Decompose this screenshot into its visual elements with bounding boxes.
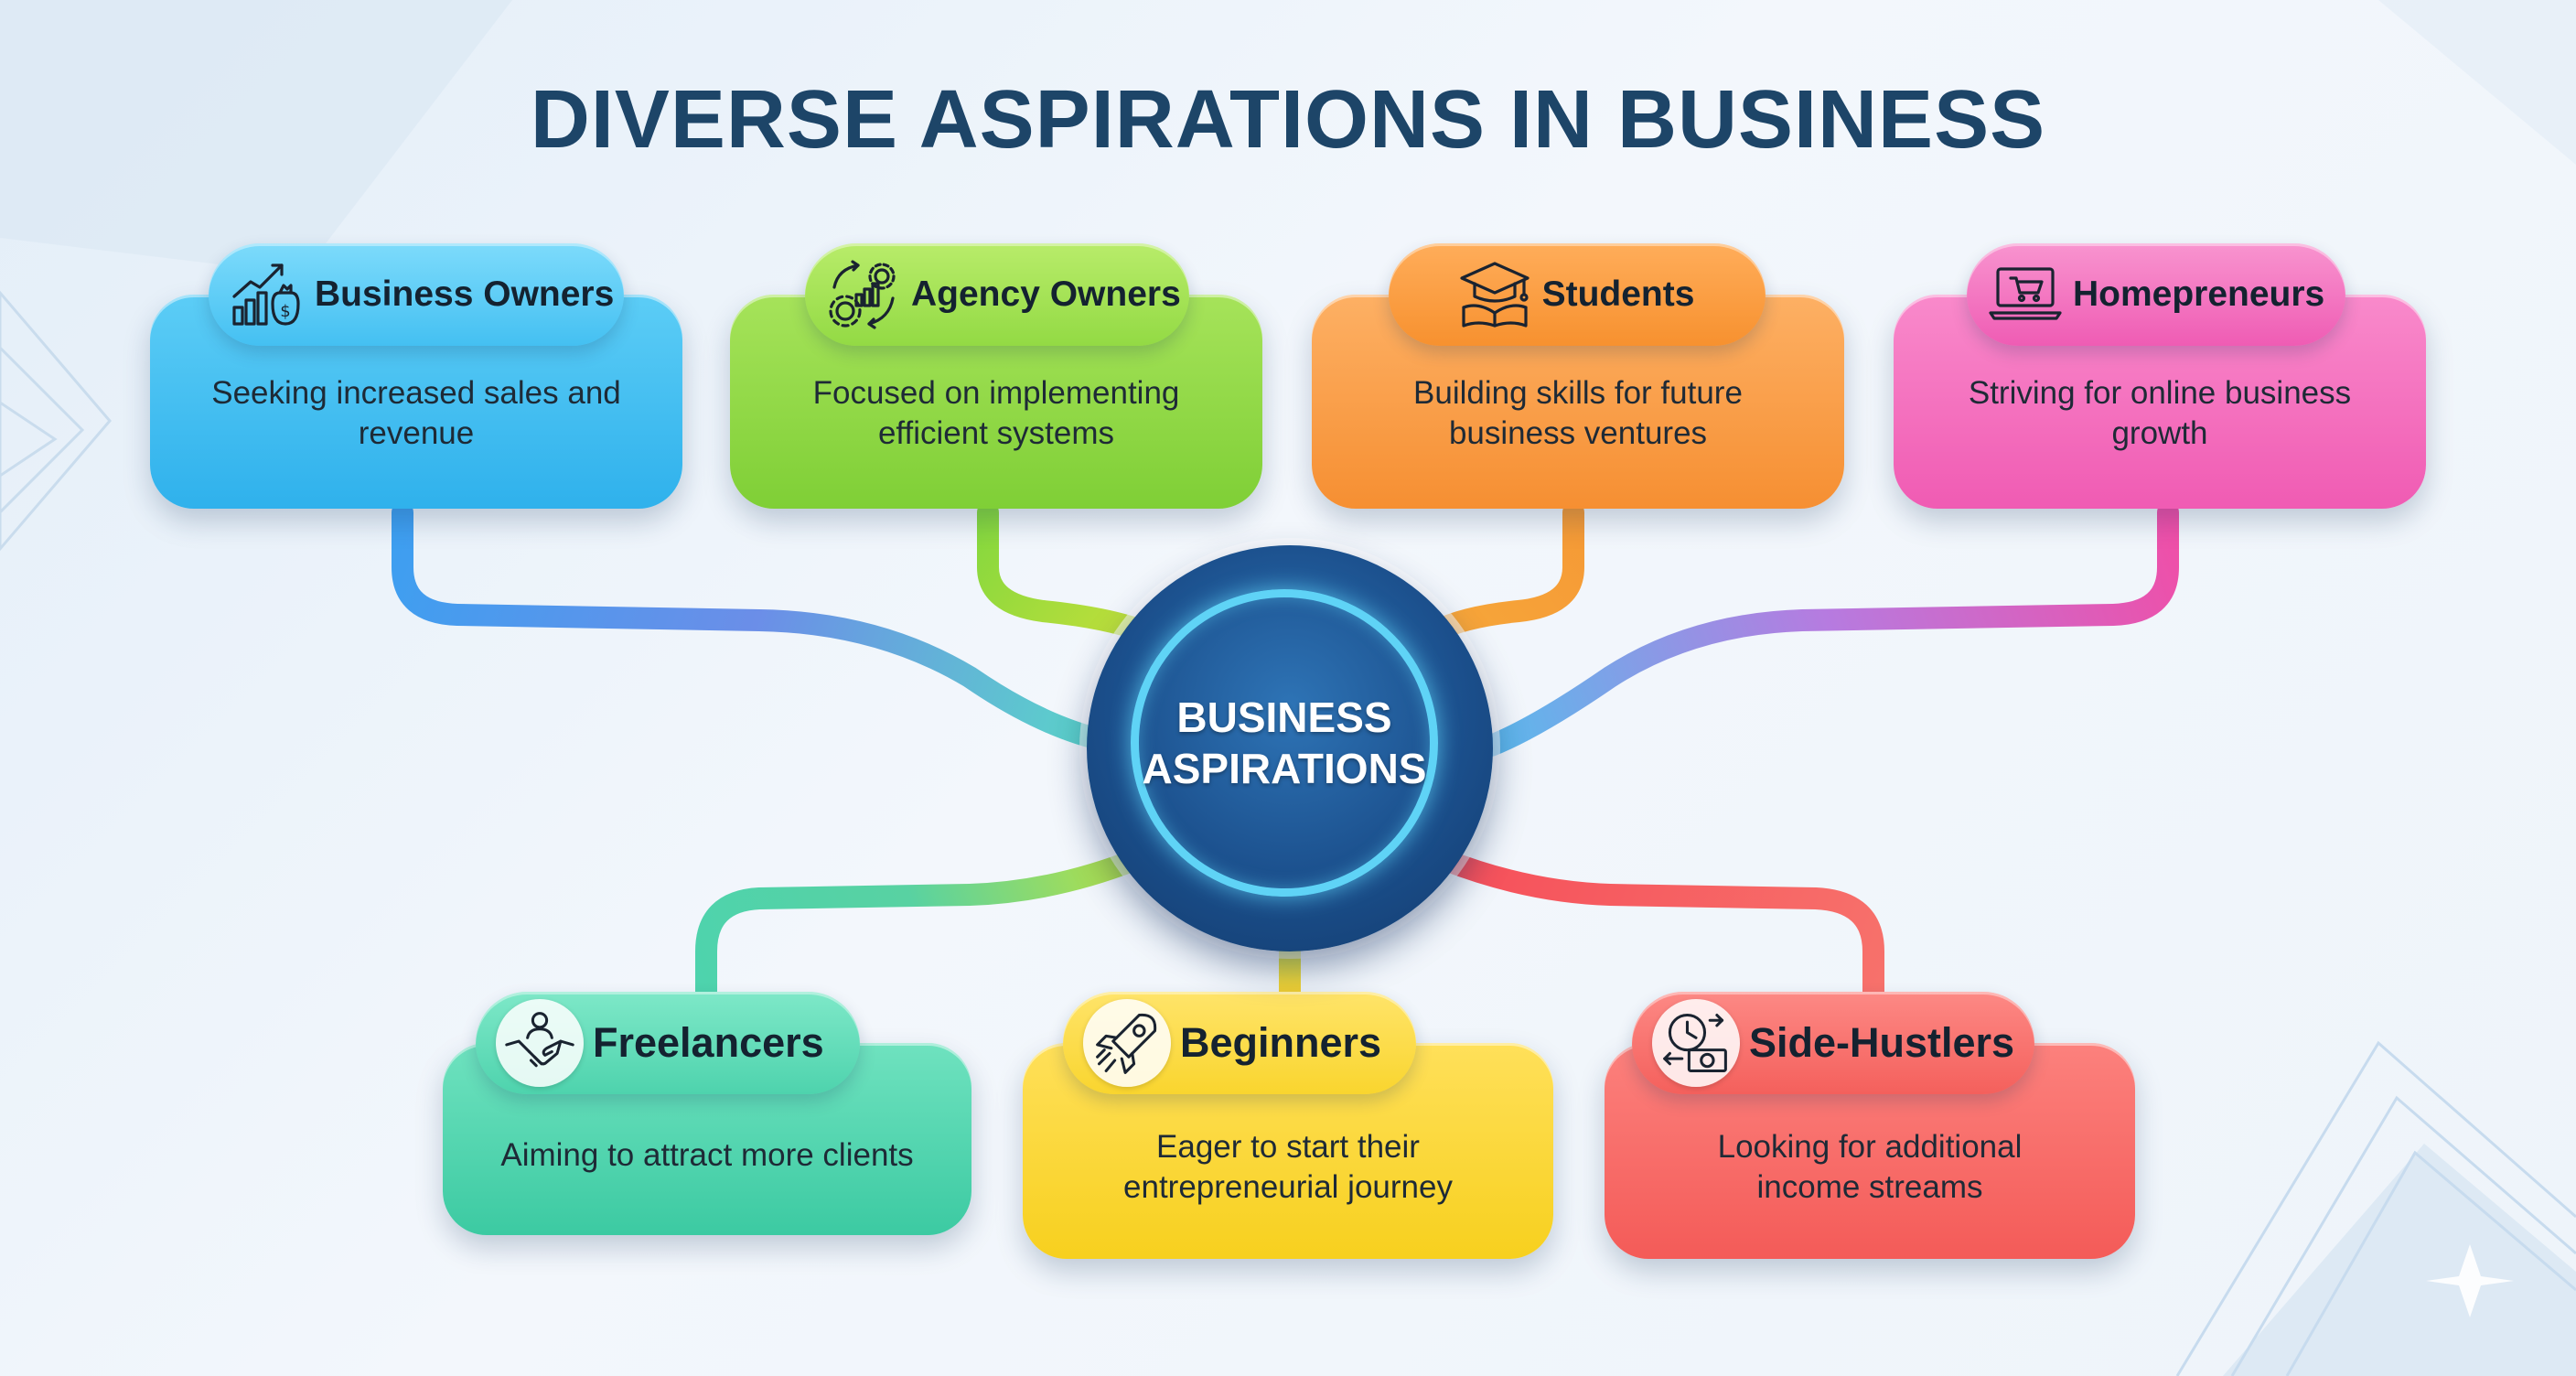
pill-label: Freelancers bbox=[593, 1019, 824, 1066]
connector-homepreneurs bbox=[1480, 501, 2179, 757]
pill-homepreneurs: Homepreneurs bbox=[1967, 243, 2345, 346]
center-ring: BUSINESS ASPIRATIONS bbox=[1131, 589, 1438, 897]
clock-money-icon bbox=[1652, 999, 1740, 1087]
growth-chart-icon: $ bbox=[229, 256, 306, 333]
card-desc-line1: Aiming to attract more clients bbox=[500, 1137, 914, 1174]
card-desc-line2: entrepreneurial journey bbox=[1123, 1169, 1453, 1205]
connector-side-hustlers bbox=[1434, 849, 1884, 1008]
pill-side-hustlers: Side-Hustlers bbox=[1632, 992, 2034, 1094]
pill-label: Agency Owners bbox=[911, 274, 1181, 314]
pill-label: Side-Hustlers bbox=[1749, 1019, 2015, 1066]
card-desc-line2: business ventures bbox=[1448, 415, 1708, 451]
card-desc-line2: efficient systems bbox=[877, 415, 1115, 451]
pill-label: Students bbox=[1541, 274, 1695, 314]
svg-text:$: $ bbox=[280, 302, 290, 321]
pill-label: Homepreneurs bbox=[2073, 274, 2325, 314]
rocket-icon bbox=[1083, 999, 1171, 1087]
pill-beginners: Beginners bbox=[1063, 992, 1416, 1094]
center-label: BUSINESS ASPIRATIONS bbox=[1143, 692, 1427, 794]
graduation-cap-icon bbox=[1456, 256, 1533, 333]
pill-freelancers: Freelancers bbox=[476, 992, 860, 1094]
center-hub: BUSINESS ASPIRATIONS bbox=[1087, 545, 1493, 951]
card-desc-line1: Eager to start their bbox=[1156, 1129, 1420, 1166]
connector-business-owners bbox=[392, 501, 1118, 752]
card-desc-line2: growth bbox=[2111, 415, 2208, 451]
pill-label: Beginners bbox=[1180, 1019, 1382, 1066]
connector-freelancers bbox=[695, 849, 1145, 1008]
pill-agency-owners: Agency Owners bbox=[805, 243, 1189, 346]
card-desc-line2: revenue bbox=[358, 415, 475, 451]
center-line1: BUSINESS bbox=[1176, 693, 1392, 741]
card-desc-line1: Looking for additional bbox=[1717, 1129, 2023, 1166]
laptop-cart-icon bbox=[1987, 256, 2064, 333]
gears-icon bbox=[825, 256, 902, 333]
card-desc-line2: income streams bbox=[1756, 1169, 1983, 1205]
connector-agency-owners bbox=[977, 501, 1154, 642]
page-title: DIVERSE ASPIRATIONS IN BUSINESS bbox=[530, 74, 2046, 166]
center-line2: ASPIRATIONS bbox=[1142, 745, 1427, 792]
pill-business-owners: $ Business Owners bbox=[209, 243, 624, 346]
pill-label: Business Owners bbox=[315, 274, 615, 314]
card-desc-line1: Focused on implementing bbox=[812, 375, 1180, 412]
card-desc-line1: Striving for online business bbox=[1968, 375, 2352, 412]
pill-students: Students bbox=[1389, 243, 1766, 346]
card-desc-line1: Seeking increased sales and bbox=[211, 375, 621, 412]
handshake-icon bbox=[496, 999, 584, 1087]
card-desc-line1: Building skills for future bbox=[1413, 375, 1743, 412]
connector-students bbox=[1425, 501, 1584, 642]
